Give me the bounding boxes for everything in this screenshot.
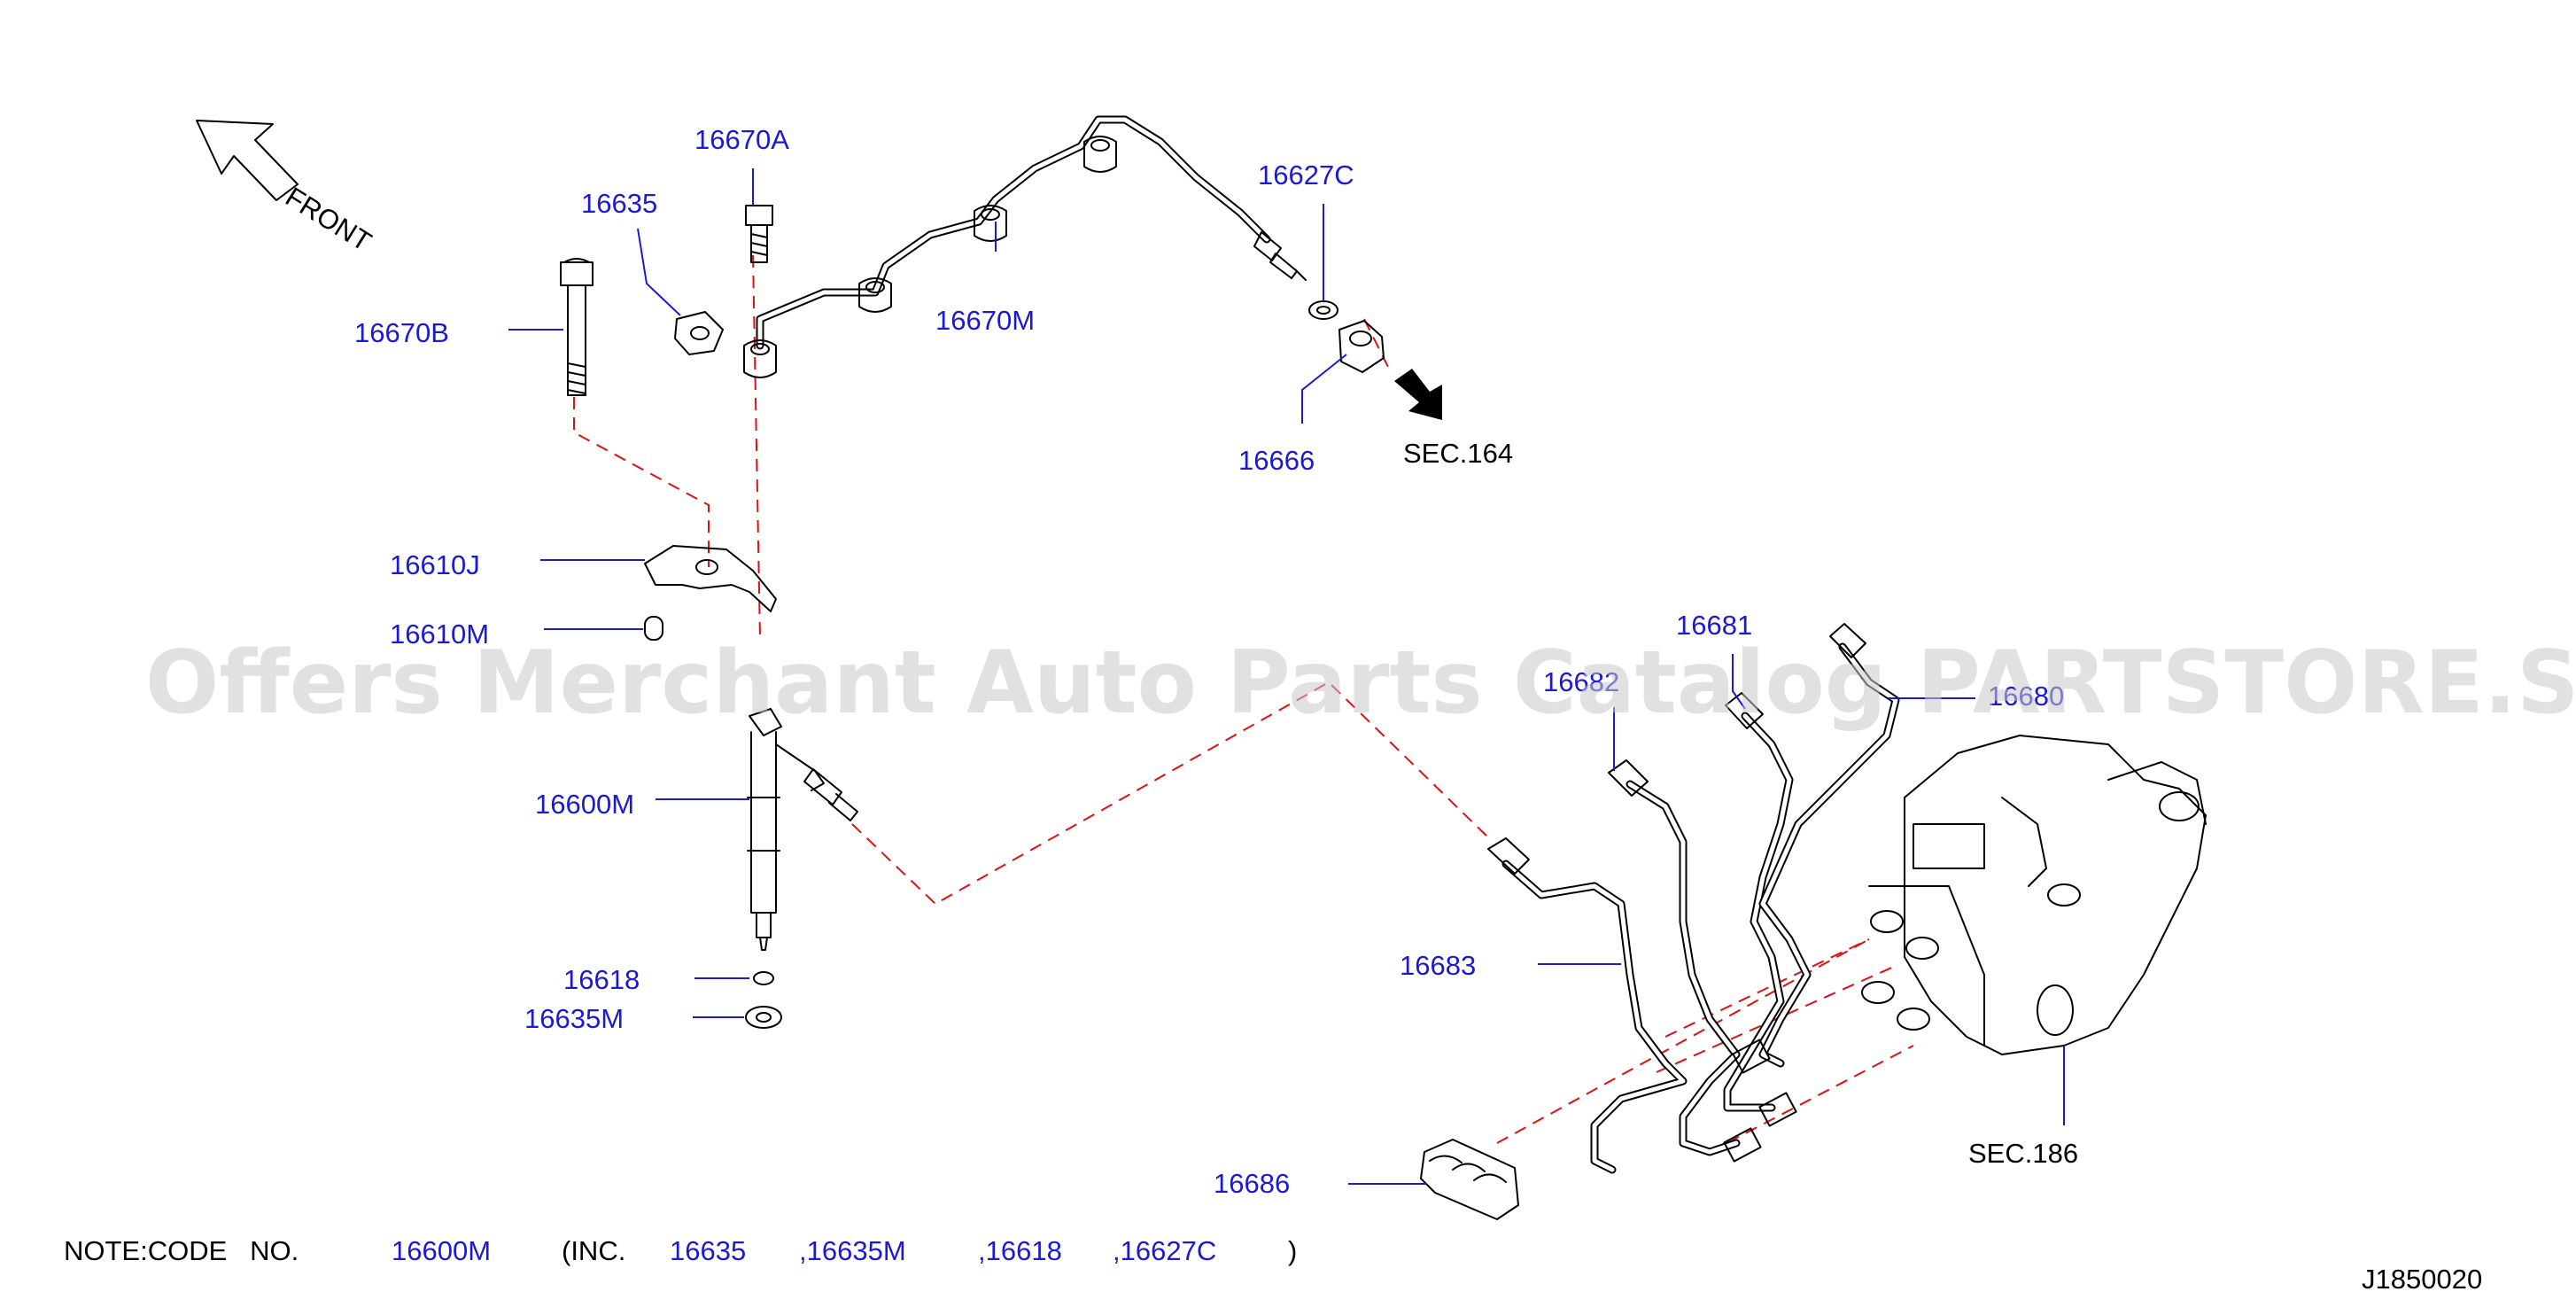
label-16681: 16681 bbox=[1676, 610, 1752, 641]
watermark: Offers Merchant Auto Parts Catalog PARTS… bbox=[145, 633, 2576, 734]
seal-16610m bbox=[644, 616, 663, 641]
clamp-16610j bbox=[644, 545, 777, 612]
sec164-arrow-icon bbox=[1394, 369, 1442, 420]
clamp-16635 bbox=[674, 311, 724, 355]
label-16683: 16683 bbox=[1400, 950, 1476, 981]
label-16680: 16680 bbox=[1988, 681, 2064, 712]
front-label: FRONT bbox=[280, 181, 376, 257]
label-16670b: 16670B bbox=[354, 317, 449, 348]
spill-tube-16670m bbox=[743, 115, 1307, 378]
label-16670m: 16670M bbox=[935, 305, 1035, 336]
nut-16666 bbox=[1338, 320, 1385, 373]
label-16618: 16618 bbox=[563, 964, 640, 995]
note-part-1: 16635 bbox=[670, 1235, 746, 1266]
note-code: 16600M bbox=[392, 1235, 491, 1266]
bolt-16670a bbox=[745, 205, 773, 263]
bolt-16670b bbox=[560, 258, 594, 396]
label-sec164: SEC.164 bbox=[1403, 438, 1513, 469]
grommet-16686 bbox=[1420, 1139, 1519, 1220]
injector-16600m bbox=[747, 708, 858, 951]
label-16600m: 16600M bbox=[535, 789, 634, 820]
front-arrow-icon bbox=[196, 120, 299, 201]
label-16610j: 16610J bbox=[390, 549, 480, 580]
label-16627c: 16627C bbox=[1258, 160, 1354, 191]
note-part-3: ,16618 bbox=[978, 1235, 1062, 1266]
label-16666: 16666 bbox=[1238, 445, 1315, 476]
gasket-16618 bbox=[753, 971, 774, 985]
note-inc: (INC. bbox=[562, 1235, 625, 1266]
leader-lines bbox=[508, 168, 2065, 1185]
note-part-2: ,16635M bbox=[799, 1235, 906, 1266]
washer-16627c bbox=[1308, 300, 1338, 320]
injection-pump bbox=[1861, 735, 2207, 1055]
label-16682: 16682 bbox=[1543, 666, 1619, 697]
label-16635: 16635 bbox=[581, 188, 657, 219]
note-part-4: ,16627C bbox=[1113, 1235, 1216, 1266]
label-16610m: 16610M bbox=[390, 619, 489, 650]
washer-16635m bbox=[745, 1006, 782, 1029]
label-16635m: 16635M bbox=[524, 1003, 624, 1034]
label-16686: 16686 bbox=[1214, 1168, 1290, 1199]
note-prefix: NOTE:CODE NO. bbox=[64, 1235, 299, 1266]
label-sec186: SEC.186 bbox=[1968, 1138, 2078, 1169]
note-close: ) bbox=[1288, 1235, 1297, 1266]
diagram-id: J1850020 bbox=[2362, 1264, 2482, 1295]
label-16670a: 16670A bbox=[694, 124, 789, 155]
